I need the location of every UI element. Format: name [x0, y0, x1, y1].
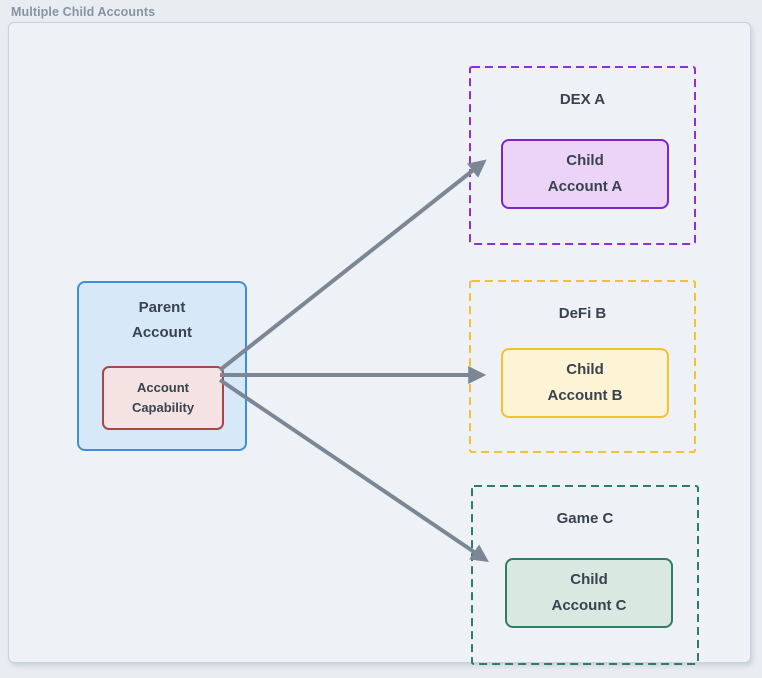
child-account-b-label: Child Account B: [547, 361, 623, 404]
group-defi-b: DeFi B Child Account B: [469, 280, 696, 453]
child-account-a-label: Child Account A: [547, 152, 623, 195]
child-account-a-node: Child Account A: [501, 139, 669, 209]
dashed-border: [469, 66, 696, 245]
parent-account-node: Parent Account Account Capability: [77, 281, 247, 451]
child-account-c-label: Child Account C: [551, 571, 627, 614]
group-defi-b-label: DeFi B: [558, 305, 607, 322]
group-game-c-label: Game C: [556, 510, 614, 527]
group-dex-a: DEX A Child Account A: [469, 66, 696, 245]
group-game-c: Game C Child Account C: [471, 485, 699, 665]
account-capability-label: Account Capability: [131, 380, 195, 415]
dashed-border: [471, 485, 699, 665]
child-account-c-node: Child Account C: [505, 558, 673, 628]
account-capability-node: Account Capability: [102, 366, 224, 430]
child-account-b-node: Child Account B: [501, 348, 669, 418]
dashed-border: [469, 280, 696, 453]
diagram-panel: Parent Account Account Capability DEX A …: [8, 22, 751, 665]
parent-account-label: Parent Account: [132, 299, 192, 341]
diagram-title: Multiple Child Accounts: [11, 5, 156, 19]
group-dex-a-label: DEX A: [559, 91, 606, 108]
